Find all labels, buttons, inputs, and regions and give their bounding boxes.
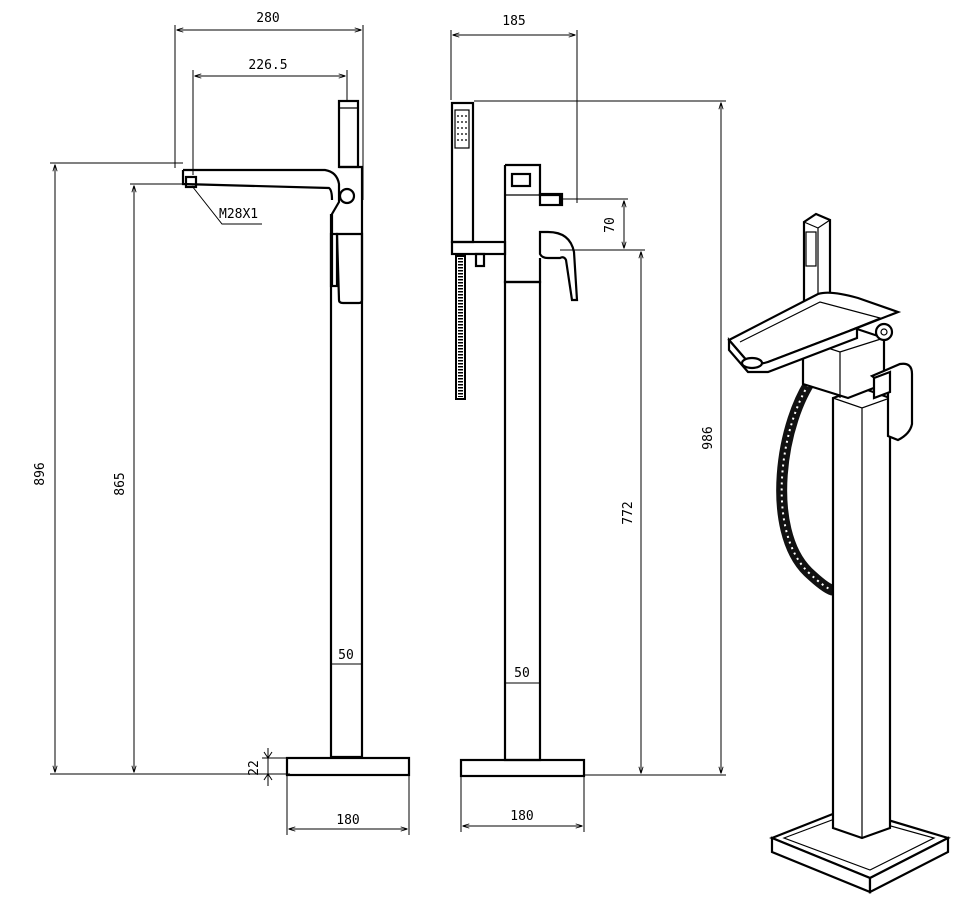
iso-spout-outlet (740, 356, 764, 370)
mixer-body (329, 232, 339, 288)
iso-hose (776, 369, 838, 596)
spout-bottom-edge (181, 170, 334, 201)
dim-label-22: 22 (247, 760, 262, 776)
base-plate (285, 756, 411, 777)
dim-label-side-180: 180 (336, 813, 359, 828)
front-view: 185 986 70 772 50 180 (450, 14, 726, 832)
diverter-knob (338, 187, 356, 205)
dim-label-865: 865 (113, 472, 128, 495)
front-base-plate (459, 758, 586, 778)
handshower-holder (337, 99, 360, 169)
front-mixer-handle (538, 230, 579, 302)
dim-label-front-50: 50 (514, 666, 530, 681)
dim-label-226: 226.5 (248, 58, 287, 73)
iso-base-right-face (868, 836, 950, 894)
mixer-handle (335, 232, 364, 305)
shower-head-face (454, 109, 470, 149)
dim-label-side-50: 50 (338, 648, 354, 663)
hose-connector (474, 252, 486, 268)
front-column (503, 280, 542, 762)
side-view: 896 865 280 226.5 M28X1 50 22 180 (33, 11, 411, 835)
thread-leader (191, 185, 262, 225)
dim-label-185: 185 (502, 14, 525, 29)
dim-label-280: 280 (256, 11, 279, 26)
dim-label-70: 70 (603, 217, 618, 233)
front-spout-body (503, 163, 560, 284)
front-diverter-knob (538, 192, 564, 207)
dim-label-896: 896 (33, 462, 48, 485)
dim-arrows-22 (263, 751, 273, 781)
dim-label-986: 986 (701, 426, 716, 449)
dim-label-772: 772 (621, 501, 636, 524)
spout-outlet (184, 175, 198, 189)
column-right-edge (339, 165, 364, 757)
thread-label: M28X1 (219, 207, 258, 222)
shower-head-nozzles (457, 115, 467, 141)
dim-label-front-180: 180 (510, 809, 533, 824)
shower-bracket (450, 240, 507, 256)
front-spout-outlet (510, 172, 532, 188)
iso-diverter-knob (874, 322, 894, 342)
isometric-view (727, 212, 951, 894)
